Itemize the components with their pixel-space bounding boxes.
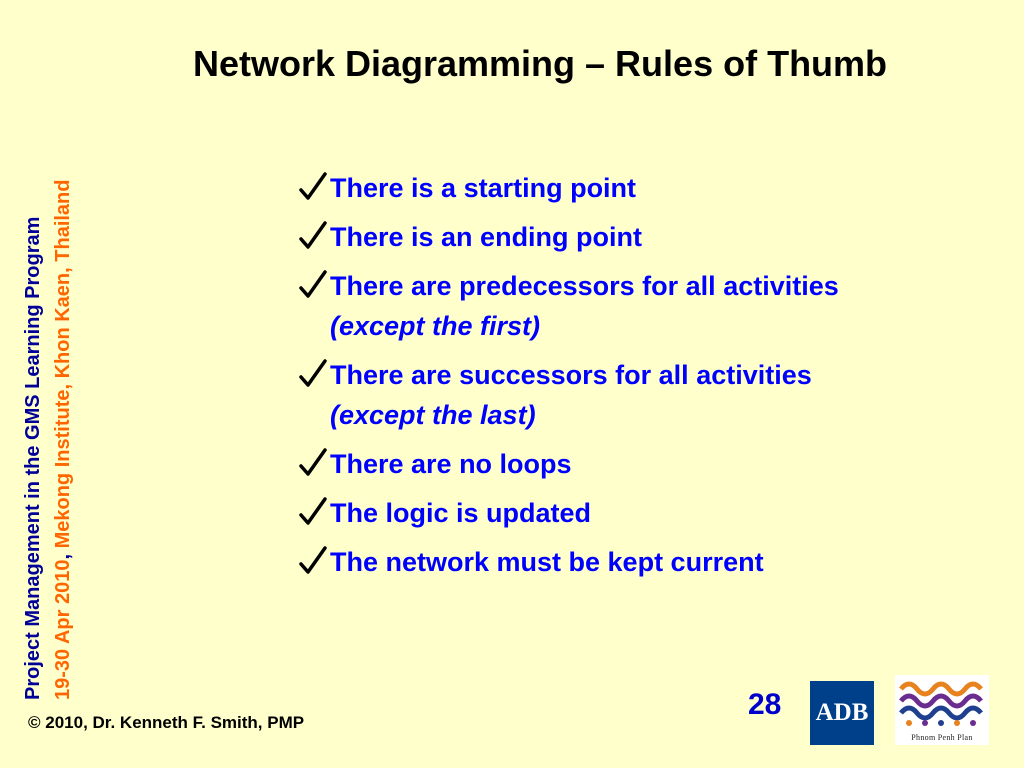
checkmark-icon (299, 546, 327, 574)
phnom-penh-plan-logo: Phnom Penh Plan (895, 675, 989, 745)
bullet-item: The network must be kept current (298, 542, 858, 582)
checkmark-icon (299, 497, 327, 525)
sidebar-dates: 19-30 Apr 2010 (52, 559, 74, 700)
bullet-item: The logic is updated (298, 493, 858, 533)
ppp-logo-caption: Phnom Penh Plan (911, 733, 973, 742)
bullet-text: The logic is updated (330, 498, 592, 528)
sidebar-details: 19-30 Apr 2010, Mekong Institute, Khon K… (48, 100, 78, 701)
sidebar-location: Mekong Institute, Khon Kaen, Thailand (52, 179, 74, 549)
bullet-text: The network must be kept current (330, 547, 764, 577)
bullet-list: There is a starting point There is an en… (298, 168, 858, 591)
checkmark-icon (299, 359, 327, 387)
bullet-text: There are successors for all activities (330, 360, 812, 390)
bullet-italic: (except the last) (330, 400, 536, 430)
sidebar-separator: , (52, 548, 74, 560)
bullet-item: There is a starting point (298, 168, 858, 208)
bullet-text: There are predecessors for all activitie… (330, 271, 839, 301)
bullet-text: There is a starting point (330, 173, 637, 203)
slide-title: Network Diagramming – Rules of Thumb (192, 43, 888, 84)
footer-copyright: © 2010, Dr. Kenneth F. Smith, PMP (28, 713, 305, 732)
sidebar-vertical-text: Project Management in the GMS Learning P… (18, 100, 78, 701)
ppp-logo-graphic (899, 681, 983, 726)
bullet-text: There is an ending point (330, 222, 643, 252)
bullet-text: There are no loops (330, 449, 572, 479)
page-number: 28 (748, 688, 782, 721)
checkmark-icon (299, 448, 327, 476)
sidebar-program: Project Management in the GMS Learning P… (22, 216, 44, 700)
bullet-item: There are successors for all activities … (298, 355, 858, 435)
bullet-item: There are predecessors for all activitie… (298, 266, 858, 346)
checkmark-icon (299, 221, 327, 249)
bullet-italic: (except the first) (330, 311, 541, 341)
checkmark-icon (299, 172, 327, 200)
bullet-item: There is an ending point (298, 217, 858, 257)
bullet-item: There are no loops (298, 444, 858, 484)
adb-logo: ADB (810, 681, 874, 745)
checkmark-icon (299, 270, 327, 298)
